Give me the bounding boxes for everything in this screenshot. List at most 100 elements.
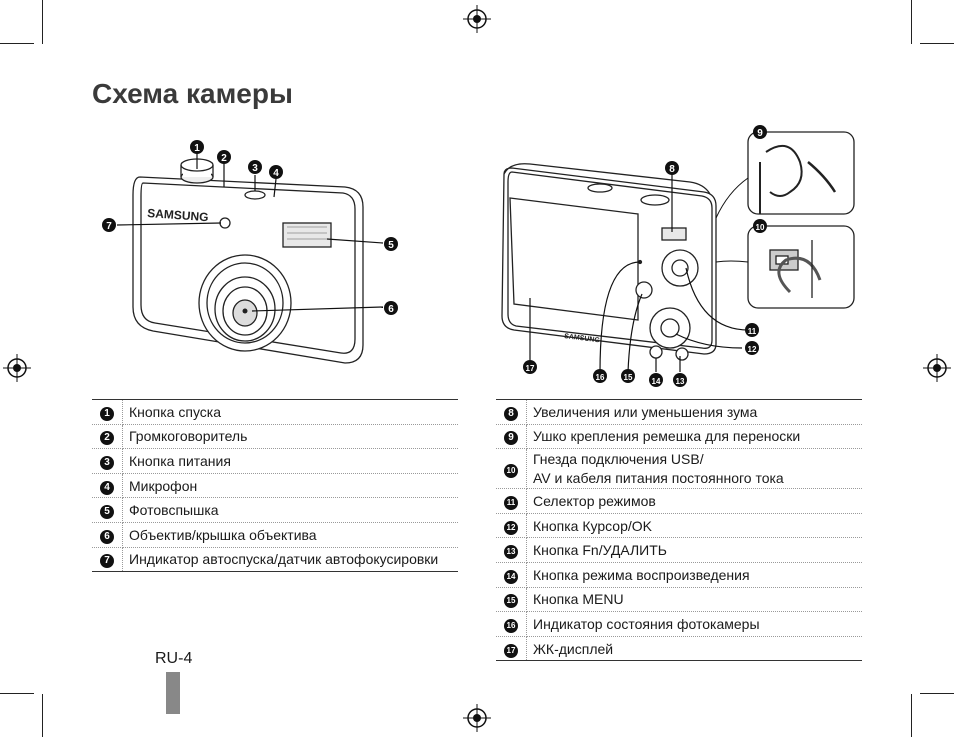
callout-number: 2 (221, 153, 227, 164)
item-number-badge: 16 (504, 618, 518, 633)
callout-number: 8 (669, 164, 675, 175)
item-number-badge: 14 (504, 569, 518, 584)
callout-marker-icon (269, 165, 283, 179)
item-label: Кнопка MENU (526, 587, 862, 613)
item-number-badge: 6 (100, 529, 114, 544)
callout-marker-icon (753, 219, 767, 233)
item-number-badge: 15 (504, 594, 518, 609)
crop-mark (911, 694, 912, 737)
table-row: 11 Селектор режимов (496, 488, 862, 514)
item-number-badge: 7 (100, 554, 114, 569)
table-row: 7 Индикатор автоспуска/датчик автофокусир… (92, 547, 458, 573)
table-row: 14 Кнопка режима воспроизведения (496, 562, 862, 588)
item-label: Громкоговоритель (122, 424, 458, 450)
table-row: 2 Громкоговоритель (92, 424, 458, 450)
registration-mark-icon (463, 5, 491, 33)
item-label: Микрофон (122, 473, 458, 499)
callout-number: 17 (526, 364, 535, 373)
callout-number: 13 (676, 377, 685, 386)
registration-mark-icon (3, 354, 31, 382)
callout-number: 5 (388, 240, 394, 251)
item-label: Селектор режимов (526, 488, 862, 514)
item-number-badge: 12 (504, 520, 518, 535)
callout-number: 14 (652, 377, 661, 386)
item-number-badge: 5 (100, 505, 114, 520)
item-number-badge: 3 (100, 455, 114, 470)
item-label: Кнопка режима воспроизведения (526, 562, 862, 588)
callout-marker-icon (665, 161, 679, 175)
callout-number: 10 (756, 223, 765, 232)
callout-number: 4 (273, 168, 279, 179)
item-number-badge: 8 (504, 406, 518, 421)
item-label: ЖК-дисплей (526, 636, 862, 662)
table-row: 16 Индикатор состояния фотокамеры (496, 611, 862, 637)
crop-mark (42, 0, 43, 44)
item-number-badge: 11 (504, 495, 518, 510)
page-tab-marker (166, 672, 180, 714)
callout-marker-icon (248, 160, 262, 174)
callout-marker-icon (753, 125, 767, 139)
camera-brand-back: SAMSUNG (564, 333, 601, 344)
callout-number: 7 (106, 221, 112, 232)
table-row: 5 Фотовспышка (92, 497, 458, 523)
item-number-badge: 17 (504, 643, 518, 658)
callout-marker-icon (384, 301, 398, 315)
item-number-badge: 13 (504, 545, 518, 560)
camera-front-diagram: SAMSUNG 1 2 3 4 5 6 7 (102, 140, 398, 364)
item-number-badge: 10 (504, 463, 518, 478)
item-number-badge: 1 (100, 406, 114, 421)
item-label: Ушко крепления ремешка для переноски (526, 424, 862, 450)
item-label: Объектив/крышка объектива (122, 522, 458, 548)
callout-marker-icon (593, 369, 607, 383)
crop-mark (920, 43, 954, 44)
table-row: 10 Гнезда подключения USB/AV и кабеля пит… (496, 448, 862, 490)
front-legend-table: 1 Кнопка спуска 2 Громкоговоритель 3 Кнопка… (92, 399, 458, 573)
registration-mark-icon (463, 704, 491, 732)
table-row: 6 Объектив/крышка объектива (92, 522, 458, 548)
crop-mark (0, 43, 34, 44)
callout-marker-icon (745, 341, 759, 355)
callout-marker-icon (745, 323, 759, 337)
table-row: 3 Кнопка питания (92, 448, 458, 474)
callout-number: 9 (757, 128, 763, 139)
callout-number: 11 (748, 327, 757, 336)
crop-mark (911, 0, 912, 44)
table-row: 8 Увеличения или уменьшения зума (496, 399, 862, 425)
item-label: Кнопка спуска (122, 399, 458, 425)
item-label: Увеличения или уменьшения зума (526, 399, 862, 425)
item-label: Гнезда подключения USB/ (533, 450, 704, 467)
page-title: Схема камеры (92, 78, 293, 109)
crop-mark (42, 694, 43, 737)
registration-mark-icon (923, 354, 951, 382)
table-row: 17 ЖК-дисплей (496, 636, 862, 662)
camera-brand: SAMSUNG (147, 206, 209, 224)
camera-back-diagram: SAMSUNG 8 9 10 11 12 13 14 15 16 17 (501, 125, 855, 387)
item-label: Фотовспышка (122, 497, 458, 523)
item-number-badge: 2 (100, 431, 114, 446)
callout-marker-icon (523, 360, 537, 374)
callout-marker-icon (649, 373, 663, 387)
callout-number: 16 (596, 373, 605, 382)
item-label-continued: AV и кабеля питания постоянного тока (533, 469, 784, 486)
table-row: 1 Кнопка спуска (92, 399, 458, 425)
page-number: RU-4 (155, 650, 193, 667)
table-row: 4 Микрофон (92, 473, 458, 499)
callout-number: 12 (748, 345, 757, 354)
callout-number: 1 (194, 143, 200, 154)
callout-marker-icon (217, 150, 231, 164)
item-label: Кнопка питания (122, 448, 458, 474)
crop-mark (920, 693, 954, 694)
callout-number: 15 (624, 373, 633, 382)
callout-marker-icon (673, 373, 687, 387)
table-row: 15 Кнопка MENU (496, 587, 862, 613)
item-number-badge: 4 (100, 480, 114, 495)
item-label: Кнопка Курсор/OK (526, 513, 862, 539)
callout-marker-icon (102, 218, 116, 232)
crop-mark (0, 693, 34, 694)
item-label: Индикатор состояния фотокамеры (526, 611, 862, 637)
callout-marker-icon (384, 237, 398, 251)
item-label: Индикатор автоспуска/датчик автофокусиро… (122, 547, 458, 573)
